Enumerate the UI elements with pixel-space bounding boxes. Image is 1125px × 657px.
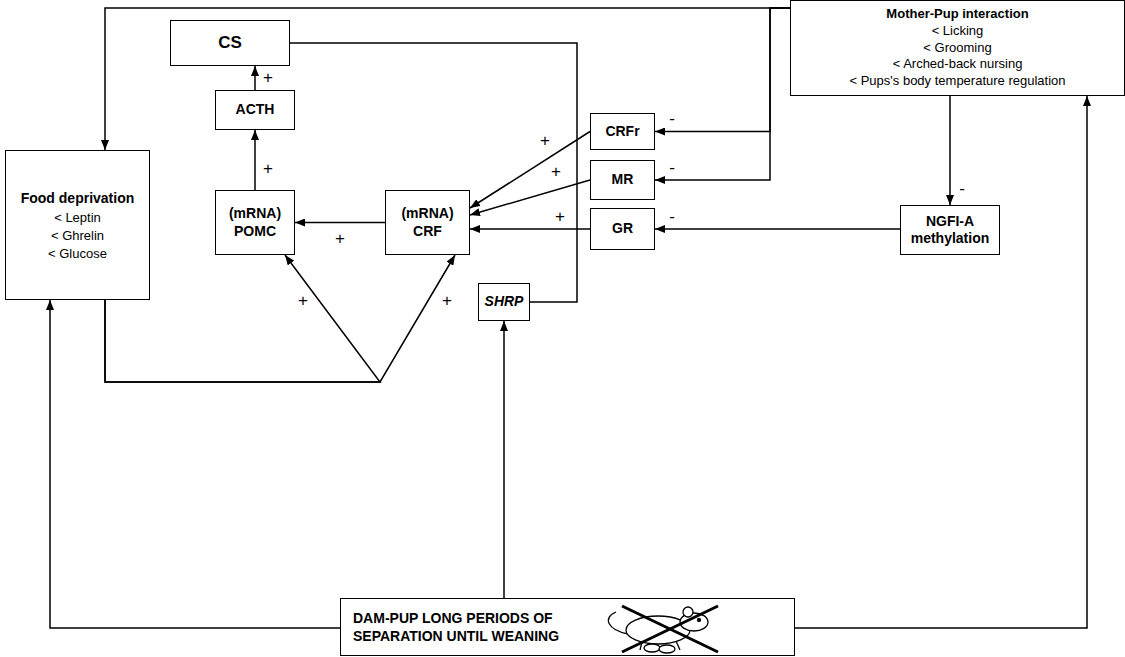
- box-label: (mRNA) POMC: [222, 205, 288, 240]
- sign-label: -: [668, 159, 676, 176]
- mrna-box: (mRNA) POMC: [215, 190, 295, 255]
- box-label: MR: [612, 171, 634, 189]
- rat-eye: [698, 619, 701, 622]
- box-label: (mRNA) CRF: [392, 205, 463, 240]
- box-label: ACTH: [236, 101, 275, 119]
- connector-arrow: [655, 8, 790, 180]
- rat-illustration: [608, 607, 708, 653]
- sign-label: +: [262, 69, 274, 86]
- connector-arrow: [50, 300, 340, 628]
- connector-arrow: [503, 321, 505, 598]
- cross-stroke: [622, 606, 718, 652]
- receptor-box: MR: [590, 160, 655, 200]
- connector-arrow: [655, 228, 900, 230]
- receptor-box: GR: [590, 208, 655, 250]
- hormone-box: ACTH: [215, 90, 295, 130]
- sign-label: -: [958, 180, 966, 197]
- box-item: < Glucose: [48, 245, 107, 263]
- condition-box: Food deprivation< Leptin< Ghrelin< Gluco…: [5, 150, 150, 300]
- pup-figure: [659, 645, 675, 653]
- sign-label: +: [334, 230, 346, 247]
- connector-arrow: [295, 222, 385, 224]
- period-box: SHRP: [478, 283, 530, 321]
- receptor-box: CRFr: [590, 113, 655, 150]
- sign-label: +: [262, 160, 274, 177]
- box-item: < Licking: [932, 23, 984, 40]
- connector-arrow: [105, 8, 790, 150]
- box-label: NGFI-A methylation: [907, 213, 993, 248]
- connector-arrow: [105, 255, 455, 382]
- box-label: DAM-PUP LONG PERIODS OF SEPARATION UNTIL…: [353, 609, 581, 645]
- condition-box: DAM-PUP LONG PERIODS OF SEPARATION UNTIL…: [340, 598, 795, 656]
- box-item: < Grooming: [923, 40, 991, 57]
- sign-label: +: [441, 292, 453, 309]
- connector-arrow: [290, 43, 577, 302]
- box-label: CRFr: [605, 123, 639, 141]
- sign-label: +: [297, 292, 309, 309]
- box-label: SHRP: [485, 293, 524, 311]
- connector-arrow: [795, 96, 1087, 628]
- sign-label: -: [668, 208, 676, 225]
- sign-label: +: [554, 208, 566, 225]
- behaviour-box: Mother-Pup interaction< Licking< Groomin…: [790, 0, 1125, 96]
- sign-label: +: [539, 132, 551, 149]
- connector-arrow: [470, 180, 590, 215]
- cross-stroke: [622, 606, 718, 652]
- hormone-box: CS: [170, 20, 290, 66]
- box-label: GR: [612, 220, 633, 238]
- sign-label: -: [668, 110, 676, 127]
- connector-arrow: [949, 96, 951, 205]
- rat-ear: [683, 607, 693, 617]
- box-item: < Arched-back nursing: [893, 56, 1023, 73]
- rat-leg: [676, 641, 680, 650]
- box-item: < Leptin: [54, 209, 101, 227]
- process-box: NGFI-A methylation: [900, 205, 1000, 255]
- pup-figure: [644, 644, 660, 652]
- connector-arrow: [254, 130, 256, 190]
- cross-mark: [622, 606, 718, 652]
- box-label: Food deprivation: [21, 187, 135, 209]
- rat-tail: [608, 612, 628, 634]
- box-item: < Ghrelin: [51, 227, 104, 245]
- box-label: CS: [218, 32, 242, 53]
- sign-label: +: [550, 163, 562, 180]
- connector-arrow: [470, 228, 590, 230]
- box-item: < Pups's body temperature regulation: [849, 73, 1065, 90]
- mrna-box: (mRNA) CRF: [385, 190, 470, 255]
- connector-arrow: [470, 132, 590, 209]
- box-label: Mother-Pup interaction: [886, 6, 1028, 23]
- connector-arrow: [254, 66, 256, 90]
